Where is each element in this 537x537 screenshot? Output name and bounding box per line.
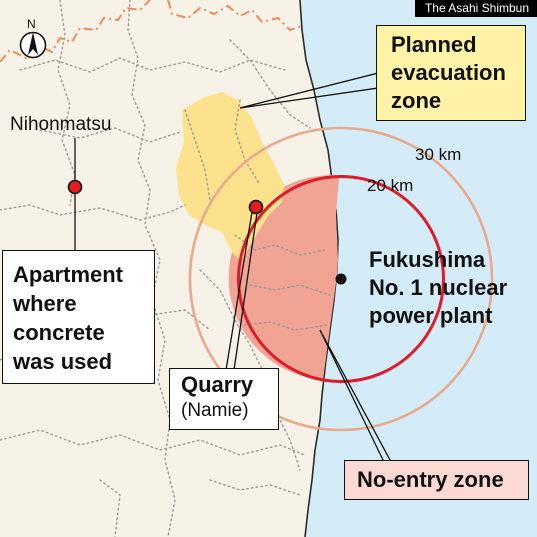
apartment-callout: Apartment where concrete was used <box>2 250 155 384</box>
apartment-callout-line: where <box>13 291 77 316</box>
location-pin-icon <box>67 179 83 195</box>
nihonmatsu-label: Nihonmatsu <box>10 114 112 135</box>
credit: The Asahi Shimbun <box>414 0 537 17</box>
quarry-name: Quarry <box>181 372 254 397</box>
evacuation-zone-callout: Planned evacuation zone <box>376 25 526 121</box>
compass-icon <box>19 31 47 59</box>
plant-label-line: No. 1 nuclear <box>369 275 508 300</box>
nuclear-plant-icon <box>335 273 347 285</box>
evacuation-callout-line: evacuation <box>391 60 506 85</box>
ring-30km-label: 30 km <box>415 145 462 164</box>
quarry-location: (Namie) <box>181 400 249 421</box>
apartment-callout-line: was used <box>13 349 113 374</box>
apartment-callout-line: Apartment <box>13 262 124 287</box>
plant-label-line: power plant <box>369 303 493 328</box>
ring-20km-label: 20 km <box>367 176 414 195</box>
nuclear-plant-label: Fukushima No. 1 nuclear power plant <box>369 246 507 330</box>
quarry-callout: Quarry (Namie) <box>169 368 279 430</box>
compass-north-label: N <box>27 17 36 31</box>
leader-lines <box>74 69 391 461</box>
ring-20km <box>237 175 445 383</box>
no-entry-label: No-entry zone <box>357 467 504 492</box>
no-entry-zone-callout: No-entry zone <box>344 460 529 500</box>
apartment-callout-line: concrete <box>13 320 105 345</box>
ring-30km <box>188 126 494 432</box>
plant-label-line: Fukushima <box>369 247 486 272</box>
prefecture-border <box>0 0 303 63</box>
evacuation-callout-line: Planned <box>391 32 477 57</box>
location-pin-icon <box>248 199 264 215</box>
evacuation-callout-line: zone <box>391 88 442 113</box>
